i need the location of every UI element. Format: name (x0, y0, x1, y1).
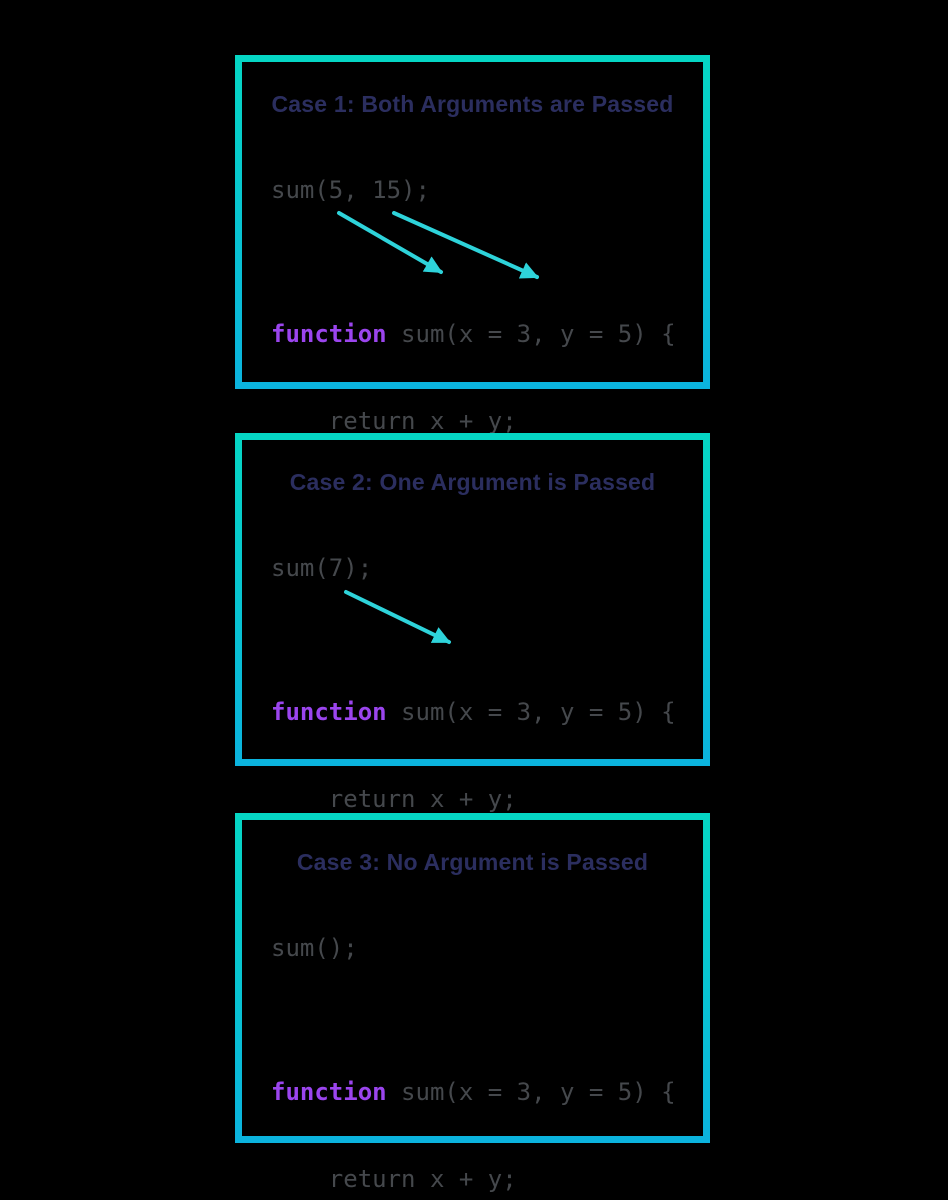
case-box-both-arguments: Case 1: Both Arguments are Passed sum(5,… (235, 55, 710, 522)
keyword-function: function (271, 1078, 387, 1106)
function-definition-code: function sum(x = 3, y = 5) { return x + … (271, 1020, 676, 1200)
code-line-signature: function sum(x = 3, y = 5) { (271, 1078, 676, 1107)
case-title: Case 1: Both Arguments are Passed (271, 91, 674, 117)
function-definition-code: function sum(x = 3, y = 5) { return x + … (271, 262, 676, 581)
case-title: Case 2: One Argument is Passed (289, 469, 656, 495)
case-box-one-argument: Case 2: One Argument is Passed sum(7); f… (235, 433, 710, 900)
case-title: Case 3: No Argument is Passed (296, 849, 649, 875)
case-box-inner: Case 2: One Argument is Passed sum(7); f… (242, 440, 703, 900)
signature-text: sum(x = 3, y = 5) { (386, 320, 676, 348)
function-call-code: sum(); (271, 934, 358, 962)
function-call-code: sum(5, 15); (271, 176, 430, 204)
function-call-code: sum(7); (271, 554, 373, 582)
code-line-signature: function sum(x = 3, y = 5) { (271, 320, 676, 349)
code-line-body: return x + y; (271, 407, 517, 435)
case-box-no-argument: Case 3: No Argument is Passed sum(); fun… (235, 813, 710, 1193)
code-line-body: return x + y; (271, 1165, 517, 1193)
keyword-function: function (271, 698, 387, 726)
case-box-inner: Case 1: Both Arguments are Passed sum(5,… (242, 62, 703, 522)
function-definition-code: function sum(x = 3, y = 5) { return x + … (271, 640, 676, 959)
signature-text: sum(x = 3, y = 5) { (386, 698, 676, 726)
code-line-signature: function sum(x = 3, y = 5) { (271, 698, 676, 727)
keyword-function: function (271, 320, 387, 348)
code-line-body: return x + y; (271, 785, 517, 813)
case-box-inner: Case 3: No Argument is Passed sum(); fun… (242, 820, 703, 1193)
signature-text: sum(x = 3, y = 5) { (386, 1078, 676, 1106)
